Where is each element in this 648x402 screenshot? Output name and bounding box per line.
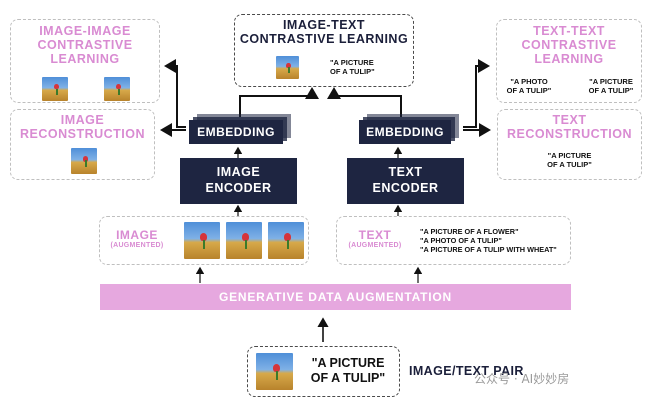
image-image-contrastive-box bbox=[10, 19, 160, 103]
tulip-thumbnail-center bbox=[276, 56, 299, 79]
image-text-title-line1: IMAGE-TEXT bbox=[282, 18, 366, 32]
image-encoder: IMAGE ENCODER bbox=[180, 158, 297, 204]
image-image-title-line3: LEARNING bbox=[50, 52, 120, 66]
image-augmented-label-main: IMAGE bbox=[116, 228, 158, 242]
text-encoder-line2: ENCODER bbox=[372, 181, 439, 195]
text-text-quote-right: "A PICTURE OF A TULIP" bbox=[582, 77, 640, 95]
image-reconstruction-title: IMAGE RECONSTRUCTION bbox=[10, 113, 155, 141]
text-text-quote-left: "A PHOTO OF A TULIP" bbox=[500, 77, 558, 95]
text-augmented-line: "A PHOTO OF A TULIP" bbox=[420, 236, 502, 246]
image-encoder-line2: ENCODER bbox=[205, 181, 272, 195]
image-encoder-line1: IMAGE bbox=[216, 165, 261, 180]
image-text-title-line2: CONTRASTIVE LEARNING bbox=[239, 32, 409, 46]
image-text-quote: "A PICTURE OF A TULIP" bbox=[330, 58, 390, 76]
text-augmented-list: "A PICTURE OF A FLOWER" "A PHOTO OF A TU… bbox=[420, 227, 570, 254]
text-reconstruction-box bbox=[497, 109, 642, 180]
text-text-title-line3: LEARNING bbox=[534, 52, 604, 66]
image-text-contrastive-box bbox=[234, 14, 414, 87]
text-text-quote-left-line2: OF A TULIP" bbox=[506, 85, 552, 95]
watermark: 公众号 · AI妙妙房 bbox=[474, 372, 570, 386]
text-text-quote-right-line1: "A PICTURE bbox=[589, 77, 633, 86]
image-text-quote-line1: "A PICTURE bbox=[330, 58, 374, 67]
augmented-image-1 bbox=[184, 222, 220, 259]
tulip-thumbnail-left-a bbox=[42, 77, 68, 101]
text-text-title: TEXT-TEXT CONTRASTIVE LEARNING bbox=[496, 24, 642, 66]
text-text-contrastive-box bbox=[496, 19, 642, 103]
arrow-embedding-left-to-image-image bbox=[164, 59, 186, 128]
image-text-title: IMAGE-TEXT CONTRASTIVE LEARNING bbox=[234, 18, 414, 46]
text-augmented-line: "A PICTURE OF A TULIP WITH WHEAT" bbox=[420, 245, 557, 255]
text-augmented-box bbox=[336, 216, 571, 265]
image-reconstruction-title-line1: IMAGE bbox=[60, 113, 105, 127]
text-reconstruction-quote-line2: OF A TULIP" bbox=[547, 159, 592, 169]
text-augmented-label: TEXT (AUGMENTED) bbox=[340, 229, 410, 249]
arrow-embedding-left-to-center bbox=[239, 87, 319, 117]
text-encoder-line1: TEXT bbox=[388, 165, 423, 180]
arrow-embedding-right-to-text-text bbox=[463, 59, 490, 128]
pair-quote-line1: "A PICTURE bbox=[311, 356, 385, 370]
text-augmented-line: "A PICTURE OF A FLOWER" bbox=[420, 227, 519, 236]
image-image-title-line1: IMAGE-IMAGE bbox=[39, 24, 131, 38]
generative-data-augmentation-bar: GENERATIVE DATA AUGMENTATION bbox=[100, 284, 571, 310]
image-augmented-label-sub: (AUGMENTED) bbox=[110, 241, 164, 249]
text-augmented-label-main: TEXT bbox=[358, 228, 392, 242]
text-reconstruction-quote: "A PICTURE OF A TULIP" bbox=[527, 151, 612, 169]
text-augmented-label-sub: (AUGMENTED) bbox=[348, 241, 402, 249]
image-reconstruction-title-line2: RECONSTRUCTION bbox=[19, 127, 146, 141]
text-text-quote-left-line1: "A PHOTO bbox=[510, 77, 548, 86]
image-augmented-label: IMAGE (AUGMENTED) bbox=[104, 229, 170, 249]
embedding-right: EMBEDDING bbox=[359, 120, 451, 144]
image-image-title: IMAGE-IMAGE CONTRASTIVE LEARNING bbox=[10, 24, 160, 66]
text-text-title-line1: TEXT-TEXT bbox=[533, 24, 605, 38]
text-reconstruction-quote-line1: "A PICTURE bbox=[547, 151, 592, 160]
augmented-image-3 bbox=[268, 222, 304, 259]
image-image-title-line2: CONTRASTIVE bbox=[37, 38, 133, 52]
tulip-thumbnail-pair bbox=[256, 353, 293, 390]
arrow-embedding-right-to-center bbox=[327, 87, 402, 117]
pair-quote-line2: OF A TULIP" bbox=[310, 371, 386, 385]
text-text-title-line2: CONTRASTIVE bbox=[521, 38, 617, 52]
text-text-quote-right-line2: OF A TULIP" bbox=[588, 85, 634, 95]
text-reconstruction-title: TEXT RECONSTRUCTION bbox=[497, 113, 642, 141]
text-reconstruction-title-line2: RECONSTRUCTION bbox=[506, 127, 633, 141]
pair-quote: "A PICTURE OF A TULIP" bbox=[300, 356, 396, 386]
tulip-thumbnail-left-b bbox=[104, 77, 130, 101]
image-text-pair-label: IMAGE/TEXT PAIR bbox=[409, 364, 524, 378]
text-encoder: TEXT ENCODER bbox=[347, 158, 464, 204]
image-text-quote-line2: OF A TULIP" bbox=[330, 66, 375, 76]
embedding-left: EMBEDDING bbox=[189, 120, 283, 144]
tulip-thumbnail-reconstruction bbox=[71, 148, 97, 174]
augmented-image-2 bbox=[226, 222, 262, 259]
text-reconstruction-title-line1: TEXT bbox=[552, 113, 587, 127]
